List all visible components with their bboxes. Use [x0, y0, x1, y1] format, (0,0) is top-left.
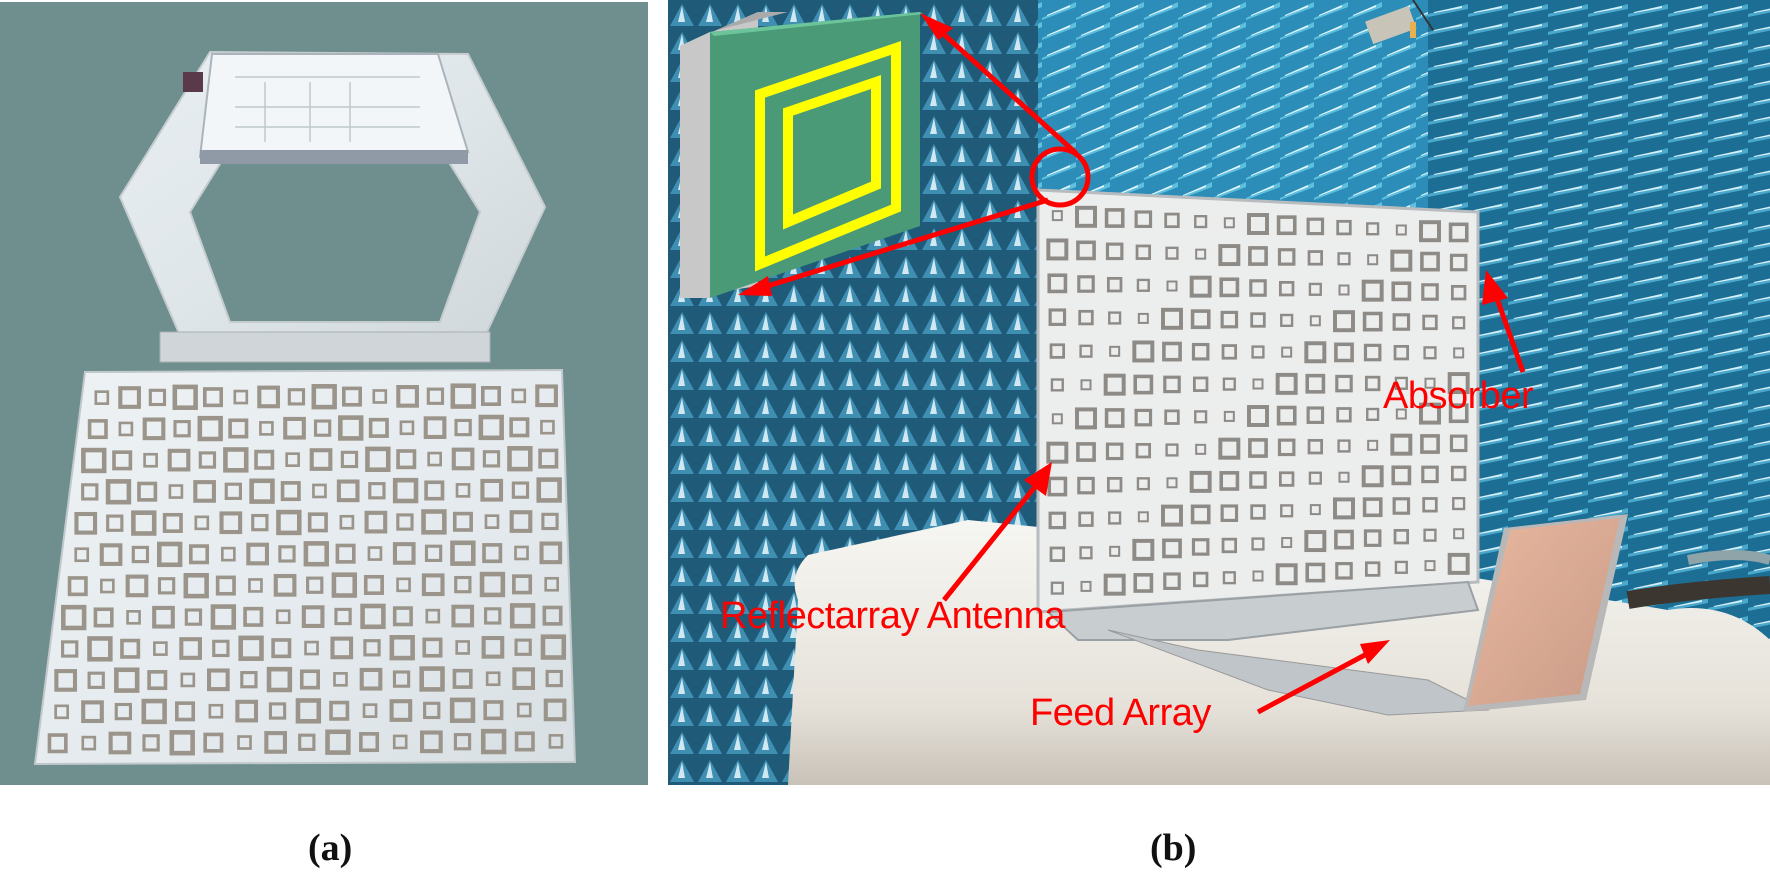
- unit-cell-inset: [680, 12, 923, 298]
- base-bracket: [1045, 580, 1480, 641]
- feed-array-hardware: [1463, 514, 1770, 712]
- arrowhead-icon: [1024, 462, 1052, 496]
- arrowhead-icon: [920, 13, 953, 40]
- annotation-arrows: [942, 289, 1526, 715]
- label-reflectarray-antenna: Reflectarray Antenna: [720, 595, 1065, 637]
- measurement-setup-illustration: [668, 0, 1770, 785]
- label-absorber: Absorber: [1383, 375, 1534, 417]
- arrowhead-icon: [1482, 270, 1508, 305]
- label-feed-array: Feed Array: [1030, 692, 1211, 734]
- arrowhead-icon: [1360, 640, 1390, 664]
- feed-arm: [1107, 629, 1490, 716]
- reflectarray-prototype-illustration: [33, 50, 577, 766]
- zoom-callout: [747, 20, 1091, 295]
- caption-a: (a): [308, 827, 353, 869]
- feed-holder: [198, 53, 470, 159]
- probe-fixture: [1365, 0, 1434, 45]
- feed-holder-edge: [200, 150, 468, 164]
- unit-cell-grid-b: [1046, 205, 1470, 596]
- connector: [183, 72, 203, 92]
- photo-panel-a: [0, 2, 648, 785]
- caption-b: (b): [1150, 827, 1197, 869]
- photo-panel-b: Absorber Reflectarray Antenna Feed Array: [668, 0, 1770, 785]
- arrowhead-icon: [738, 276, 772, 296]
- unit-cell-grid-a: [47, 383, 567, 756]
